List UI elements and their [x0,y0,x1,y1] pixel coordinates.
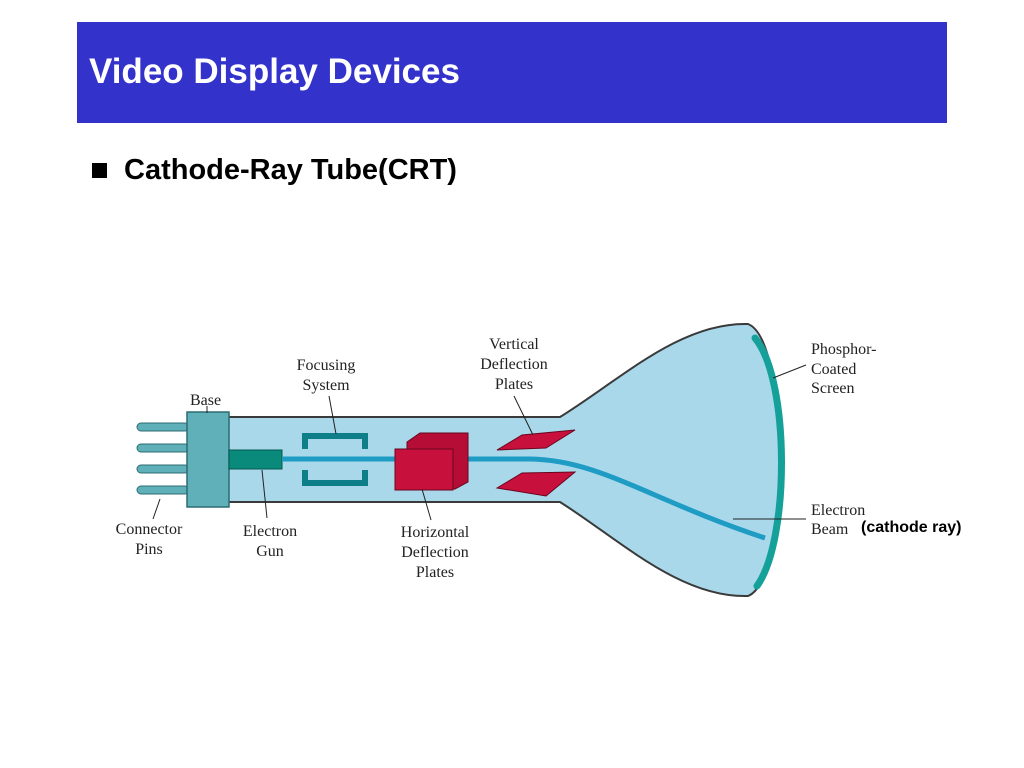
leader-lines [152,364,807,521]
label-connector-pins-1: Connector [116,521,183,538]
focusing-system [302,433,368,486]
label-vertical-plates-1: Vertical [489,336,539,353]
title-bar: Video Display Devices [77,22,947,123]
bullet-text: Cathode-Ray Tube(CRT) [124,153,457,186]
electron-beam [282,456,766,541]
label-phosphor-screen-3: Screen [811,380,855,397]
label-electron-beam-1: Electron [811,502,865,519]
vertical-deflection-plates [495,429,577,497]
square-bullet-icon [92,162,107,178]
label-horizontal-plates-2: Deflection [401,544,469,561]
horizontal-deflection-plates [394,432,469,491]
tube-base [186,411,230,508]
label-electron-gun-1: Electron [243,523,297,540]
label-base: Base [190,392,221,409]
label-electron-gun-2: Gun [256,543,284,560]
label-horizontal-plates-3: Plates [416,564,454,581]
label-phosphor-screen-2: Coated [811,361,856,378]
label-vertical-plates-2: Deflection [480,356,548,373]
bullet-item: Cathode-Ray Tube(CRT) [92,150,457,190]
label-electron-beam-2: Beam [811,521,849,538]
label-phosphor-screen-1: Phosphor- [811,341,876,358]
slide-title: Video Display Devices [89,52,460,91]
connector-pins [136,422,190,495]
label-vertical-plates-3: Plates [495,376,533,393]
electron-gun [228,449,283,470]
phosphor-screen [751,334,785,590]
label-focusing-system-2: System [302,377,350,394]
label-horizontal-plates-1: Horizontal [401,524,470,541]
label-cathode-ray-note: (cathode ray) [861,519,962,536]
label-focusing-system-1: Focusing [297,357,356,374]
label-connector-pins-2: Pins [135,541,163,558]
